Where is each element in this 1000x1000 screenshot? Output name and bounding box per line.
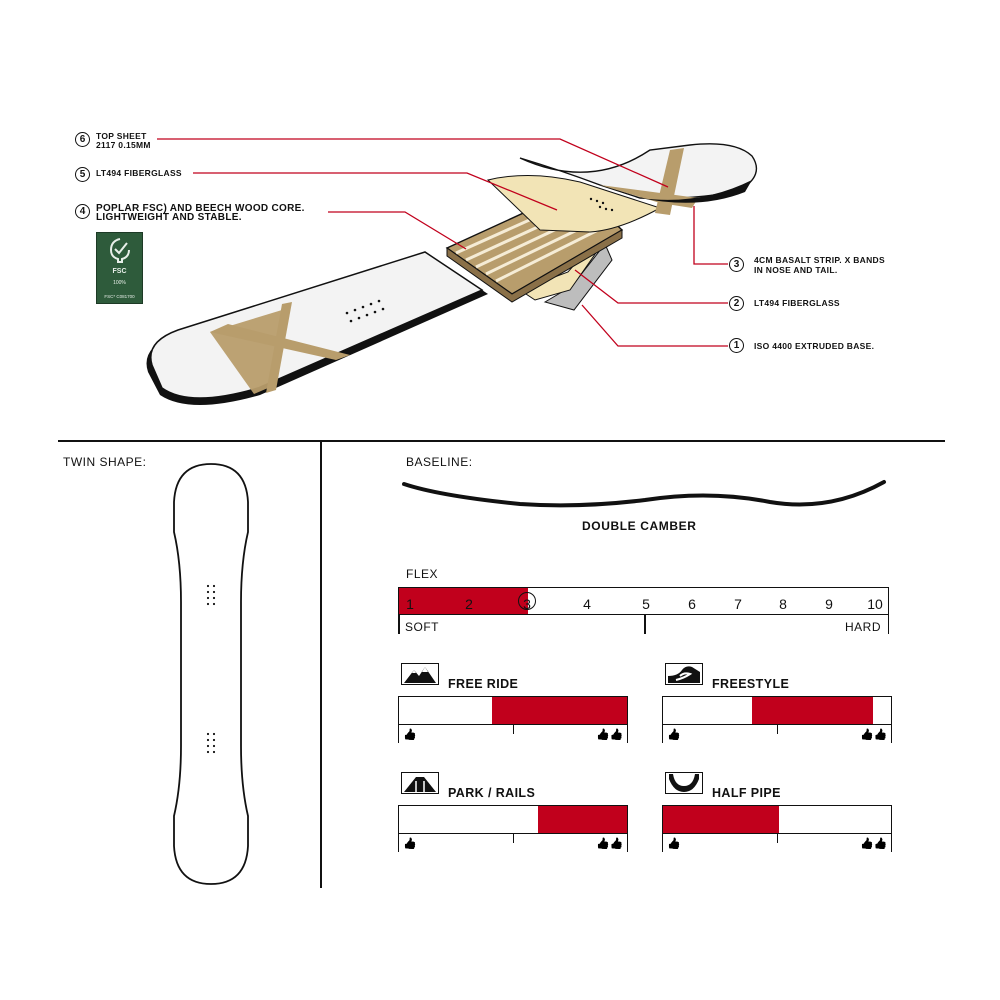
flex-scale-number: 7: [734, 596, 742, 612]
assembled-board: [146, 251, 488, 405]
rating-bar: [662, 805, 892, 834]
layer-sublabel: IN NOSE AND TAIL.: [754, 265, 838, 275]
rating-axis: [398, 725, 628, 745]
rail-icon: [401, 772, 439, 794]
rating-label: FREESTYLE: [712, 677, 790, 691]
layer-label: POPLAR FSC) AND BEECH WOOD CORE.: [96, 203, 305, 214]
flex-scale-number: 2: [465, 596, 473, 612]
layer-number-badge: 1: [729, 338, 744, 353]
flex-selected-marker: [518, 592, 536, 610]
layer-label: LT494 FIBERGLASS: [754, 298, 840, 308]
rating-bar: [398, 805, 628, 834]
rating-bar-fill: [492, 697, 627, 724]
rating-bar-fill: [751, 697, 873, 724]
flex-heading: FLEX: [406, 567, 439, 581]
horizontal-divider: [58, 440, 945, 442]
flex-axis: [398, 615, 889, 635]
mountains-icon: [401, 663, 439, 685]
layer-label: TOP SHEET: [96, 131, 147, 141]
flex-scale-number: 5: [642, 596, 650, 612]
fsc-certification-badge: FSC 100% FSC* C081700: [96, 232, 143, 304]
flex-scale-number: 3: [523, 596, 531, 612]
thumbs-up-icon: 👍: [403, 838, 417, 850]
double-thumbs-up-icon: 👍👍: [860, 729, 888, 741]
layer-label: LT494 FIBERGLASS: [96, 168, 182, 178]
flex-hard-label: HARD: [845, 620, 882, 634]
double-thumbs-up-icon: 👍👍: [860, 838, 888, 850]
board-layers-illustration: [146, 138, 758, 405]
layer-sublabel: LIGHTWEIGHT AND STABLE.: [96, 212, 242, 223]
thumbs-up-icon: 👍: [403, 729, 417, 741]
twin-shape-heading: TWIN SHAPE:: [63, 455, 147, 469]
rating-axis: [398, 834, 628, 854]
baseline-heading: BASELINE:: [406, 455, 473, 469]
tree-checkmark-icon: [109, 238, 130, 263]
flex-scale-number: 9: [825, 596, 833, 612]
halfpipe-icon: [665, 772, 703, 794]
double-thumbs-up-icon: 👍👍: [596, 838, 624, 850]
layer-number-badge: 3: [729, 257, 744, 272]
rating-label: HALF PIPE: [712, 786, 781, 800]
vertical-divider: [320, 441, 322, 888]
leader-lines: [157, 138, 728, 347]
fsc-code: FSC* C081700: [104, 294, 135, 299]
layer-number-badge: 2: [729, 296, 744, 311]
flex-scale: [398, 587, 889, 615]
layer-number-badge: 6: [75, 132, 90, 147]
flex-scale-number: 10: [867, 596, 883, 612]
rating-bar-fill: [538, 806, 627, 833]
flex-fill: [399, 588, 528, 614]
double-thumbs-up-icon: 👍👍: [596, 729, 624, 741]
flex-scale-number: 6: [688, 596, 696, 612]
double-camber-profile-curve: [402, 480, 886, 508]
camber-profile-label: DOUBLE CAMBER: [582, 519, 697, 533]
flex-scale-number: 8: [779, 596, 787, 612]
rating-bar: [662, 696, 892, 725]
jump-icon: [665, 663, 703, 685]
layer-label: ISO 4400 EXTRUDED BASE.: [754, 341, 875, 351]
layer-number-badge: 4: [75, 204, 90, 219]
fsc-logo-text: FSC: [112, 268, 127, 275]
flex-soft-label: SOFT: [405, 620, 439, 634]
flex-scale-number: 1: [406, 596, 414, 612]
layer-sublabel: 2117 0.15MM: [96, 140, 151, 150]
layer-label: 4CM BASALT STRIP. X BANDS: [754, 255, 885, 265]
fsc-percent: 100%: [113, 280, 126, 286]
rating-label: FREE RIDE: [448, 677, 519, 691]
twin-shape-board-outline: [173, 463, 249, 885]
rating-label: PARK / RAILS: [448, 786, 536, 800]
rating-axis: [662, 725, 892, 745]
flex-scale-number: 4: [583, 596, 591, 612]
thumbs-up-icon: 👍: [667, 729, 681, 741]
thumbs-up-icon: 👍: [667, 838, 681, 850]
rating-bar-fill: [663, 806, 780, 833]
exploded-layers: [445, 143, 758, 311]
rating-axis: [662, 834, 892, 854]
rating-bar: [398, 696, 628, 725]
layer-number-badge: 5: [75, 167, 90, 182]
